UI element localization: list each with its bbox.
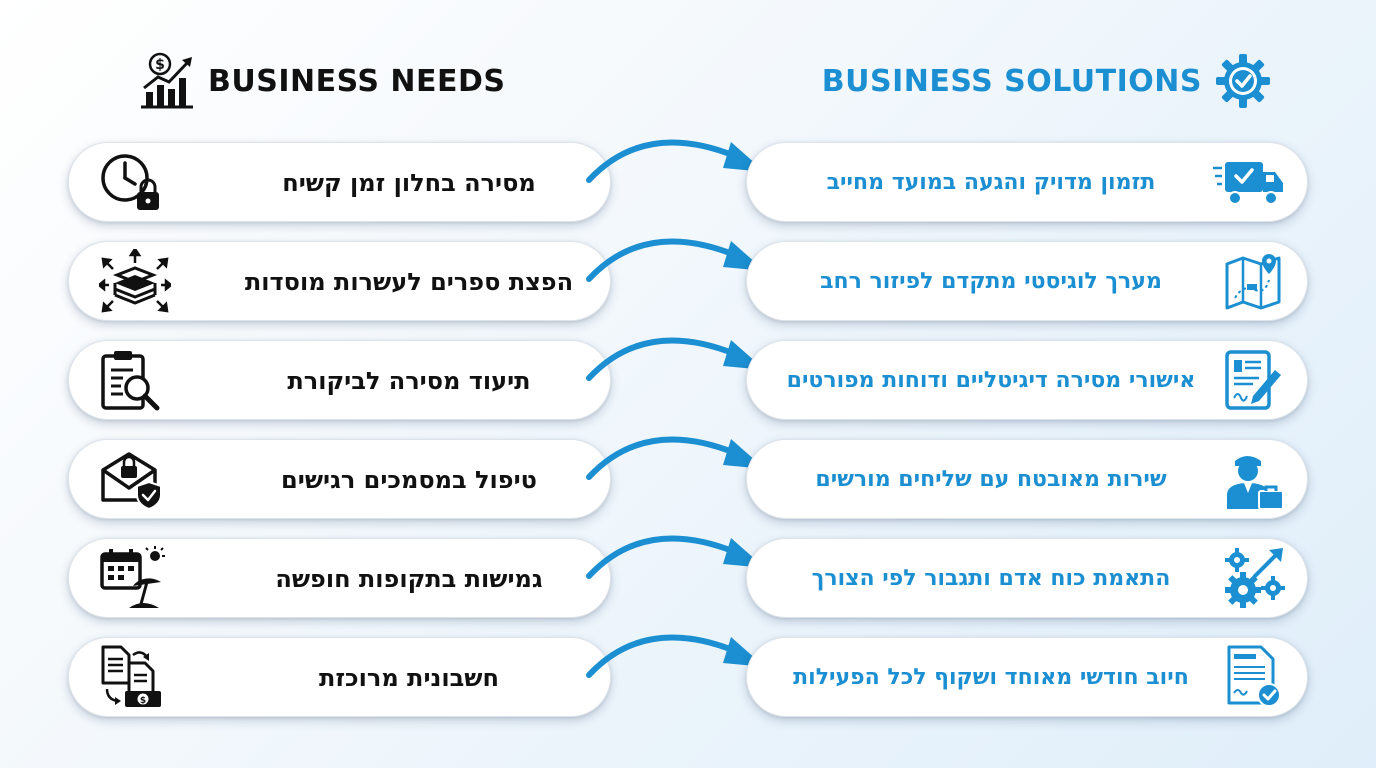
solution-pill: אישורי מסירה דיגיטליים ודוחות מפורטים — [746, 340, 1308, 420]
need-pill: טיפול במסמכים רגישים — [68, 439, 611, 519]
solution-pill: תזמון מדויק והגעה במועד מחייב — [746, 142, 1308, 222]
need-pill: $ חשבונית מרוכזת — [68, 637, 611, 717]
solution-pill: התאמת כוח אדם ותגבור לפי הצורך — [746, 538, 1308, 618]
solutions-header: BUSINESS SOLUTIONS — [822, 52, 1272, 110]
need-text: הפצת ספרים לעשרות מוסדות — [244, 268, 574, 296]
arrow-icon — [586, 139, 765, 183]
arrow-icon — [586, 337, 765, 381]
needs-header: $ BUSINESS NEEDS — [138, 52, 506, 110]
comparison-row: גמישות בתקופות חופשה התאמת כוח אדם ותגבו… — [0, 535, 1376, 618]
gear-check-icon — [1216, 54, 1270, 108]
envelope-lock-shield-icon — [101, 452, 162, 510]
invoice-check-icon — [1227, 645, 1281, 707]
need-pill: תיעוד מסירה לביקורת — [68, 340, 611, 420]
svg-text:$: $ — [155, 57, 165, 73]
solution-pill: מערך לוגיסטי מתקדם לפיזור רחב — [746, 241, 1308, 321]
books-distribution-icon — [99, 249, 171, 313]
solution-text: שירות מאובטח עם שליחים מורשים — [815, 467, 1167, 492]
calendar-beach-icon — [100, 546, 165, 608]
needs-title: BUSINESS NEEDS — [208, 63, 506, 99]
delivery-truck-icon — [1213, 162, 1283, 205]
arrow-icon — [586, 634, 765, 678]
need-text: גמישות בתקופות חופשה — [275, 565, 543, 593]
need-pill: מסירה בחלון זמן קשיח — [68, 142, 611, 222]
comparison-row: הפצת ספרים לעשרות מוסדות מערך לוגיסטי מת… — [0, 238, 1376, 321]
gears-growth-icon — [1225, 548, 1285, 608]
tablet-signature-icon — [1225, 350, 1281, 410]
arrow-icon — [586, 436, 765, 480]
clock-lock-icon — [101, 154, 159, 210]
solution-text: תזמון מדויק והגעה במועד מחייב — [826, 170, 1156, 195]
comparison-row: תיעוד מסירה לביקורת אישורי מסירה דיגיטלי… — [0, 337, 1376, 420]
comparison-row: מסירה בחלון זמן קשיח תזמון מדויק והגעה ב… — [0, 139, 1376, 222]
documents-money-icon: $ — [101, 645, 161, 707]
map-route-icon — [1225, 254, 1281, 310]
need-text: מסירה בחלון זמן קשיח — [282, 169, 536, 197]
solution-pill: חיוב חודשי מאוחד ושקוף לכל הפעילות — [746, 637, 1308, 717]
solution-pill: שירות מאובטח עם שליחים מורשים — [746, 439, 1308, 519]
clipboard-search-icon — [101, 351, 160, 411]
need-text: טיפול במסמכים רגישים — [281, 466, 537, 494]
arrow-icon — [586, 238, 765, 282]
need-pill: הפצת ספרים לעשרות מוסדות — [68, 241, 611, 321]
solutions-title: BUSINESS SOLUTIONS — [821, 63, 1202, 99]
solution-text: חיוב חודשי מאוחד ושקוף לכל הפעילות — [793, 665, 1189, 690]
need-pill: גמישות בתקופות חופשה — [68, 538, 611, 618]
solution-text: התאמת כוח אדם ותגבור לפי הצורך — [811, 566, 1171, 591]
chart-growth-dollar-icon: $ — [141, 52, 193, 109]
comparison-row: טיפול במסמכים רגישים שירות מאובטח עם שלי… — [0, 436, 1376, 519]
arrow-icon — [586, 535, 765, 579]
solution-text: מערך לוגיסטי מתקדם לפיזור רחב — [820, 269, 1162, 294]
need-text: חשבונית מרוכזת — [319, 664, 499, 692]
svg-text:$: $ — [140, 696, 146, 706]
comparison-row: $ חשבונית מרוכזת חיוב חודשי מאוחד ושקוף … — [0, 634, 1376, 717]
need-text: תיעוד מסירה לביקורת — [287, 367, 531, 395]
courier-briefcase-icon — [1227, 456, 1284, 510]
solution-text: אישורי מסירה דיגיטליים ודוחות מפורטים — [786, 368, 1196, 393]
